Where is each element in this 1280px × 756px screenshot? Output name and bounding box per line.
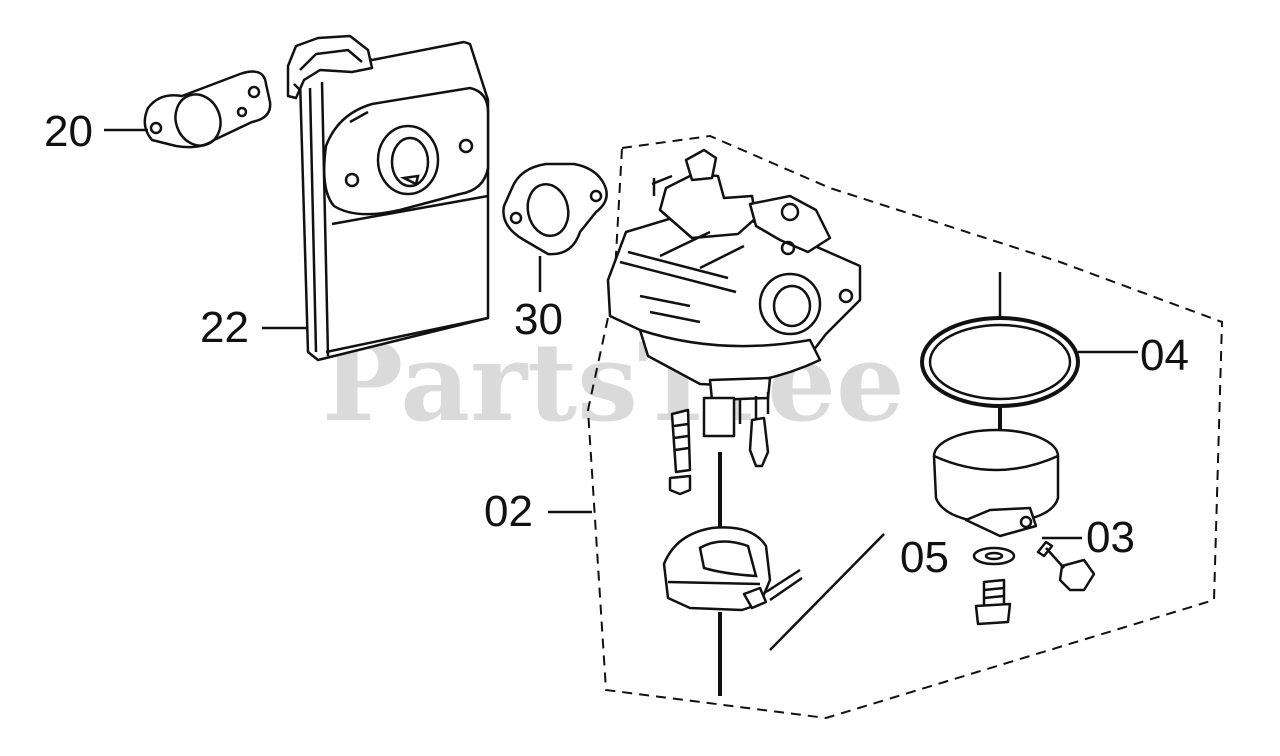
float-needle[interactable]: [748, 416, 770, 468]
main-jet[interactable]: [668, 408, 692, 496]
assembly-outline-02: [586, 134, 1224, 720]
callout-20[interactable]: 20: [44, 107, 93, 156]
carburetor-body[interactable]: [606, 148, 862, 438]
callout-30[interactable]: 30: [514, 295, 563, 344]
washer-05[interactable]: [972, 546, 1016, 566]
o-ring-04[interactable]: [920, 316, 1080, 408]
gasket-20[interactable]: [143, 70, 272, 152]
drain-screw-03[interactable]: [1036, 540, 1096, 592]
gasket-30[interactable]: [502, 162, 608, 256]
callout-05[interactable]: 05: [900, 533, 949, 582]
o-ring-04-inner: [928, 323, 1072, 401]
callout-03[interactable]: 03: [1086, 513, 1135, 562]
float-bowl[interactable]: [932, 428, 1060, 538]
callout-04[interactable]: 04: [1140, 331, 1189, 380]
callout-22[interactable]: 22: [200, 303, 249, 352]
float[interactable]: [662, 526, 803, 612]
callout-02[interactable]: 02: [484, 487, 533, 536]
leader-line-05: [769, 533, 885, 651]
bowl-bolt[interactable]: [974, 578, 1012, 626]
spacer-block-22[interactable]: [286, 34, 490, 362]
